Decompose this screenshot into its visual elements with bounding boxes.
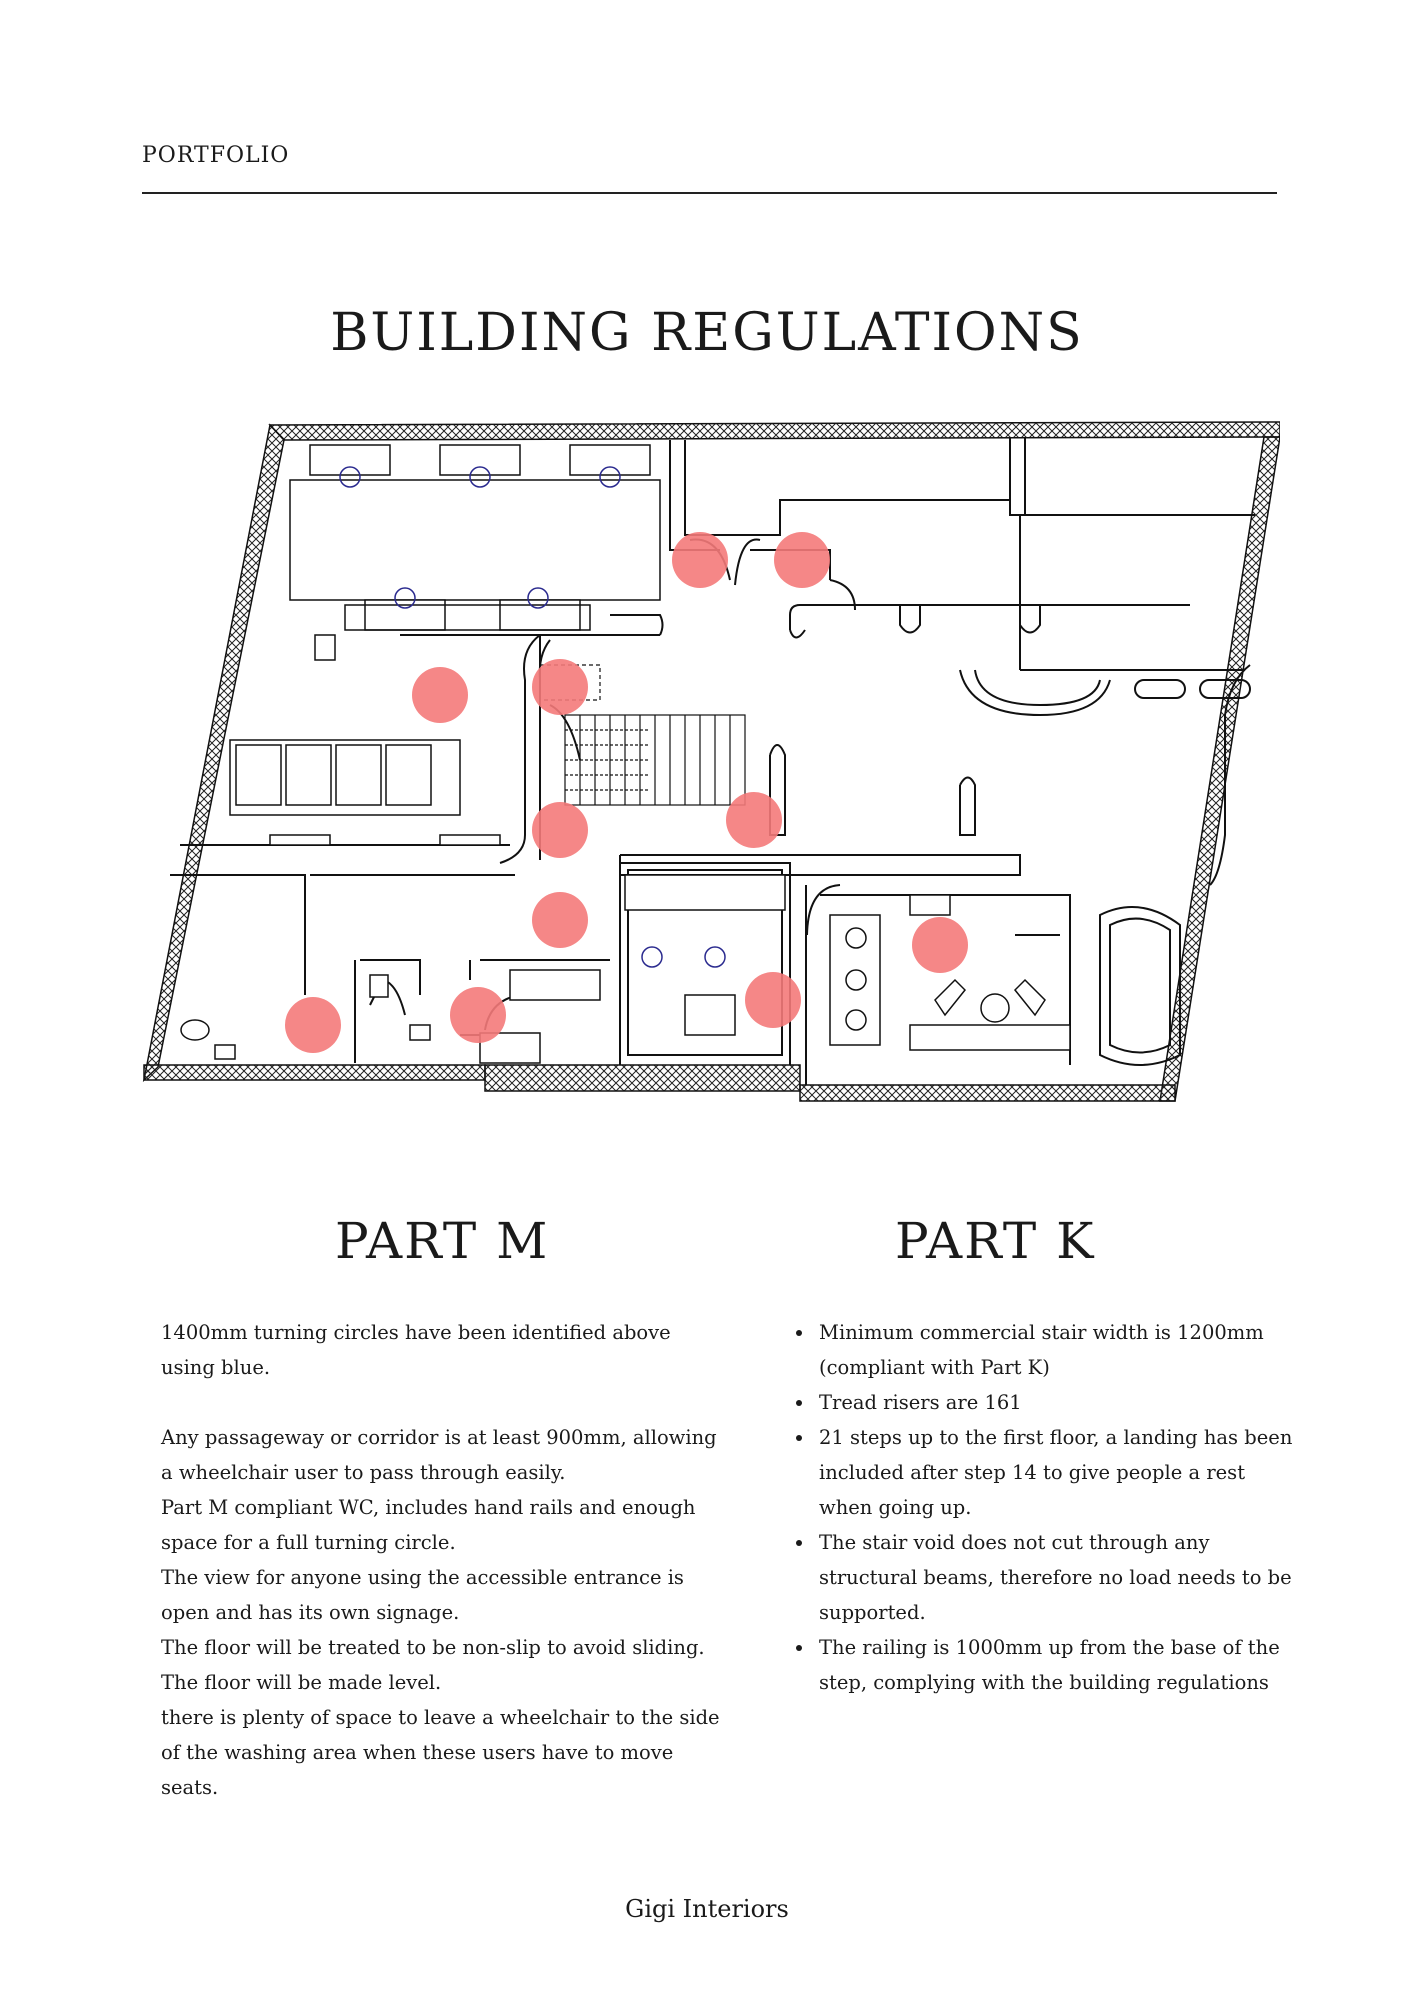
staircase — [539, 664, 746, 806]
chairs — [339, 466, 726, 968]
part-m-paragraph: The floor will be made level. — [161, 1671, 442, 1694]
outer-walls — [142, 421, 1280, 1102]
bar-counter — [959, 669, 1251, 1066]
furniture — [229, 444, 1071, 1064]
part-k-item: Minimum commercial stair width is 1200mm… — [815, 1315, 1295, 1385]
part-k-item: 21 steps up to the first floor, a landin… — [815, 1420, 1295, 1525]
marker — [450, 987, 506, 1043]
marker — [532, 802, 588, 858]
part-m-paragraph: Part M compliant WC, includes hand rails… — [161, 1496, 696, 1554]
part-m-paragraph: Any passageway or corridor is at least 9… — [161, 1426, 717, 1484]
part-m-paragraph: The floor will be treated to be non-slip… — [161, 1636, 705, 1659]
part-k-item: Tread risers are 161 — [815, 1385, 1295, 1420]
part-m-paragraph: there is plenty of space to leave a whee… — [161, 1706, 720, 1799]
marker — [726, 792, 782, 848]
marker — [672, 532, 728, 588]
partition-stubs — [610, 604, 1190, 836]
marker — [774, 532, 830, 588]
part-k-item: The railing is 1000mm up from the base o… — [815, 1630, 1295, 1700]
marker — [745, 972, 801, 1028]
footer-brand: Gigi Interiors — [625, 1895, 789, 1923]
header-label: PORTFOLIO — [142, 143, 290, 168]
part-m-paragraph: 1400mm turning circles have been identif… — [161, 1321, 671, 1379]
header-rule — [142, 192, 1277, 194]
wc — [180, 634, 389, 1060]
part-m-text: 1400mm turning circles have been identif… — [161, 1315, 721, 1805]
floor-plan — [142, 421, 1280, 1102]
part-k-list: Minimum commercial stair width is 1200mm… — [785, 1315, 1295, 1700]
part-k-item: The stair void does not cut through any … — [815, 1525, 1295, 1630]
paragraph-gap — [161, 1385, 721, 1420]
round-tables — [845, 927, 1046, 1031]
part-m-heading: PART M — [335, 1211, 550, 1270]
marker — [532, 892, 588, 948]
turning-circle-markers — [285, 532, 968, 1053]
marker — [912, 917, 968, 973]
marker — [285, 997, 341, 1053]
part-m-paragraph: The view for anyone using the accessible… — [161, 1566, 684, 1624]
interior-walls — [170, 437, 1255, 1085]
part-k-heading: PART K — [895, 1211, 1096, 1270]
marker — [532, 659, 588, 715]
page-title: BUILDING REGULATIONS — [330, 302, 1084, 363]
marker — [412, 667, 468, 723]
